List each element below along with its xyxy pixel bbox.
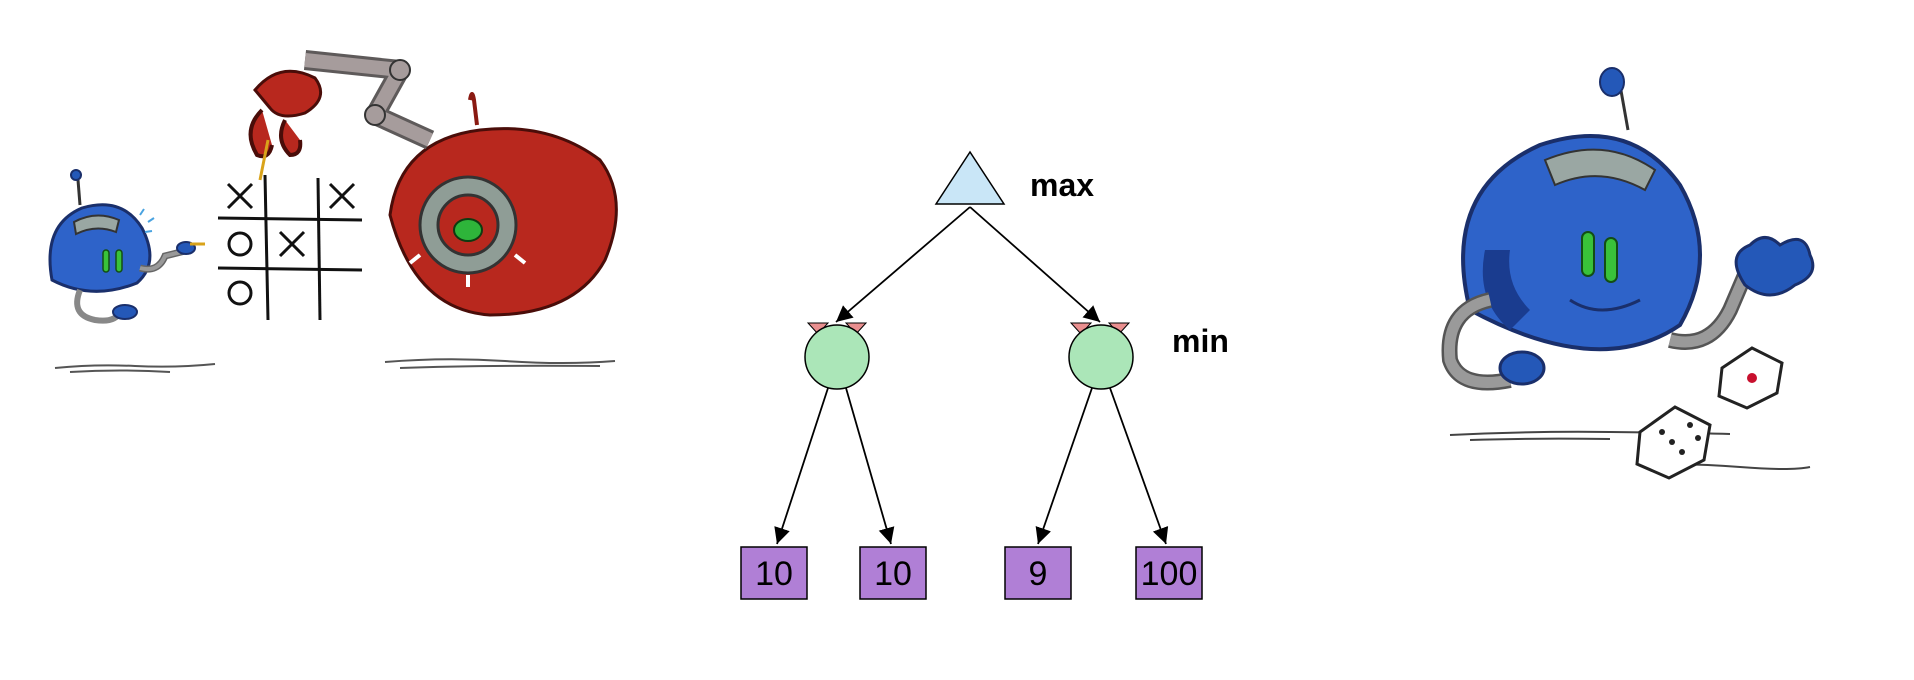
min-node-right [1068, 322, 1134, 390]
x-mark-icon [278, 230, 306, 258]
min-node-left [804, 322, 870, 390]
x-mark-icon [328, 182, 356, 210]
leaf-value: 100 [1141, 555, 1198, 593]
ground-shadow-left [54, 363, 216, 373]
ground-shadow [1449, 430, 1811, 470]
edge-right-leaf3 [1035, 387, 1093, 545]
leaf-value: 9 [1029, 555, 1048, 593]
edge-right-leaf4 [1109, 387, 1169, 545]
tic-tac-toe-board [217, 174, 363, 321]
edge-root-left [835, 206, 971, 323]
tic-tac-toe-cells [226, 182, 356, 306]
dice-robot-illustration [1441, 67, 1815, 480]
min-label: min [1172, 323, 1229, 359]
tic-tac-toe-illustration [48, 50, 618, 373]
max-label: max [1030, 167, 1094, 203]
x-mark-icon [226, 182, 254, 210]
edge-left-leaf1 [774, 387, 829, 545]
leaf-value: 10 [874, 555, 912, 593]
edge-root-right [969, 206, 1101, 323]
ground-shadow-right [384, 358, 616, 369]
small-blue-robot-icon [48, 169, 205, 324]
big-red-robot-icon [248, 50, 618, 317]
leaf-node: 10 [740, 546, 808, 600]
edge-left-leaf2 [845, 387, 895, 545]
o-mark-icon [227, 231, 253, 257]
leaf-node: 10 [859, 546, 927, 600]
o-mark-icon [227, 280, 253, 306]
max-node [934, 150, 1006, 205]
leaf-node: 9 [1004, 546, 1072, 600]
blue-robot-icon [1441, 67, 1815, 391]
leaf-value: 10 [755, 555, 793, 593]
dice-icon [1635, 346, 1784, 480]
leaf-node: 100 [1135, 546, 1203, 600]
minimax-tree: max min 10 10 9 100 [740, 150, 1229, 600]
